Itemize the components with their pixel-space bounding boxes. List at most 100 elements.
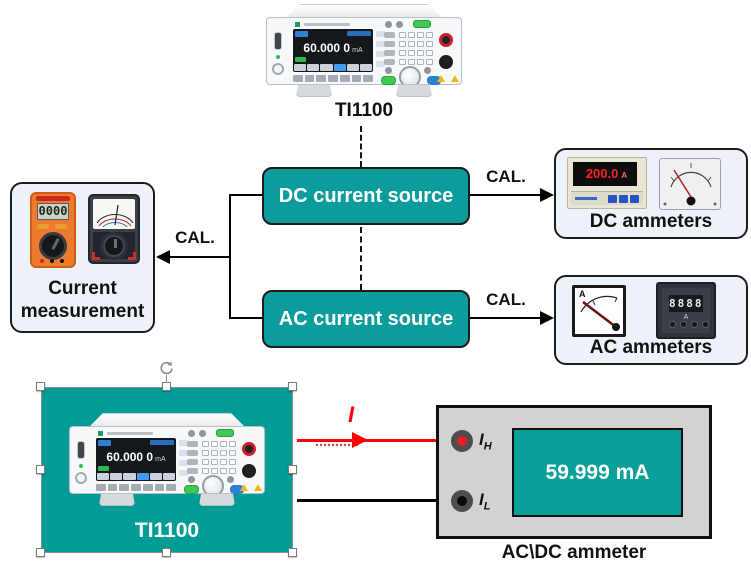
brand-logo-icon: [98, 431, 103, 436]
corner-bracket: [92, 252, 100, 260]
cal-label-dc: CAL.: [486, 167, 526, 186]
analog-scale: [93, 199, 135, 229]
esc-button: [230, 485, 244, 494]
aux-button: [199, 430, 206, 437]
selection-handle-bottom-left[interactable]: [36, 548, 45, 557]
numeric-keypad: [202, 441, 236, 474]
dc-current-source-label: DC current source: [278, 184, 454, 207]
aux-button: [396, 21, 403, 28]
cal-left-line: [166, 256, 230, 258]
screen-setpoint-chip: [150, 440, 174, 445]
dc-meter-button-strip: [571, 191, 643, 205]
terminal-high-label: IH: [479, 430, 492, 453]
current-wire-high: [297, 439, 453, 442]
front-connector: [275, 33, 281, 49]
ac-ammeters-label: AC ammeters: [589, 337, 713, 358]
ac-digital-frame: 8888 A: [662, 288, 710, 333]
current-measurement-box[interactable]: 0000 Current: [10, 182, 155, 333]
dc-to-branch-line: [230, 194, 263, 196]
multimeter-lcd: 0000: [37, 203, 69, 220]
power-button: [75, 472, 87, 484]
terminal-low-label: IL: [479, 490, 491, 513]
ac-digital-display: 8888: [669, 295, 704, 312]
screen-range-tabs: [97, 473, 176, 480]
selection-handle-top-left[interactable]: [36, 382, 45, 391]
left-arrowhead-icon: [156, 250, 170, 264]
device-top-case: [89, 413, 245, 427]
dc-analog-panel-meter-image: [659, 158, 721, 210]
selection-handle-top-center[interactable]: [162, 382, 171, 391]
power-button: [272, 63, 284, 75]
top-device-caption: TI1100: [334, 100, 394, 121]
right-arrowhead-icon: [540, 311, 554, 325]
left-branch-vertical-line: [229, 194, 231, 319]
warning-icon: [240, 484, 248, 491]
output-onoff-button: [216, 429, 234, 437]
cal-dc-line: [470, 194, 542, 196]
dashed-connector-top: [360, 126, 362, 167]
selection-handle-mid-right[interactable]: [288, 465, 297, 474]
screen-status-chip: [295, 31, 308, 37]
acdc-ammeter-caption: AC\DC ammeter: [501, 542, 647, 563]
device-foot: [199, 493, 235, 506]
multimeter-button: [37, 224, 49, 229]
selection-handle-mid-left[interactable]: [36, 465, 45, 474]
warning-icon: [437, 75, 445, 82]
screen-mode-chip: [98, 466, 109, 471]
corner-bracket: [128, 252, 136, 260]
aux-button: [227, 476, 234, 483]
esc-button: [427, 76, 441, 85]
selection-handle-bottom-center[interactable]: [162, 548, 171, 557]
ac-to-branch-line: [230, 317, 263, 319]
dc-current-source-box[interactable]: DC current source: [262, 167, 470, 225]
current-arrowhead-icon: [352, 432, 368, 448]
multimeter-port: [40, 259, 44, 263]
output-terminal-high: [242, 442, 256, 456]
ac-ammeters-box[interactable]: A 8888 A AC ammeters: [554, 275, 748, 365]
aux-button: [385, 67, 392, 74]
right-arrowhead-icon: [540, 188, 554, 202]
multimeter-port: [50, 259, 54, 263]
aux-button: [424, 67, 431, 74]
device-foot: [296, 84, 332, 97]
screen-status-chip: [98, 440, 111, 446]
power-led: [79, 464, 83, 468]
ac-analog-panel-meter-image: A: [572, 285, 626, 337]
ac-current-source-box[interactable]: AC current source: [262, 290, 470, 348]
ac-digital-panel-meter-image: 8888 A: [656, 282, 716, 339]
current-wire-low: [297, 499, 453, 502]
dc-ammeters-label: DC ammeters: [589, 211, 713, 232]
output-terminal-high: [439, 33, 453, 47]
acdc-ammeter-box[interactable]: IH IL 59.999 mA: [436, 405, 712, 539]
current-measurement-label: Current measurement: [20, 278, 145, 322]
enter-button: [381, 76, 396, 85]
front-connector: [78, 442, 84, 458]
cal-label-left: CAL.: [175, 228, 215, 247]
warning-icon: [254, 484, 262, 491]
selection-handle-top-right[interactable]: [288, 382, 297, 391]
numeric-keypad: [399, 32, 433, 65]
multimeter-button: [55, 224, 67, 229]
ac-current-source-label: AC current source: [278, 307, 454, 330]
cal-ac-line: [470, 317, 542, 319]
cal-label-ac: CAL.: [486, 290, 526, 309]
model-text-bar: [304, 23, 350, 26]
screen-range-tabs: [294, 64, 373, 71]
screen-setpoint-chip: [347, 31, 371, 36]
function-key-row: [96, 484, 177, 491]
multimeter-port: [60, 259, 64, 263]
rotate-handle-stem: [166, 375, 167, 383]
terminal-high: [451, 430, 473, 452]
aux-button: [385, 21, 392, 28]
rotate-handle-icon[interactable]: [158, 360, 175, 382]
output-terminal-low: [439, 55, 453, 69]
enter-button: [184, 485, 199, 494]
selection-handle-bottom-right[interactable]: [288, 548, 297, 557]
